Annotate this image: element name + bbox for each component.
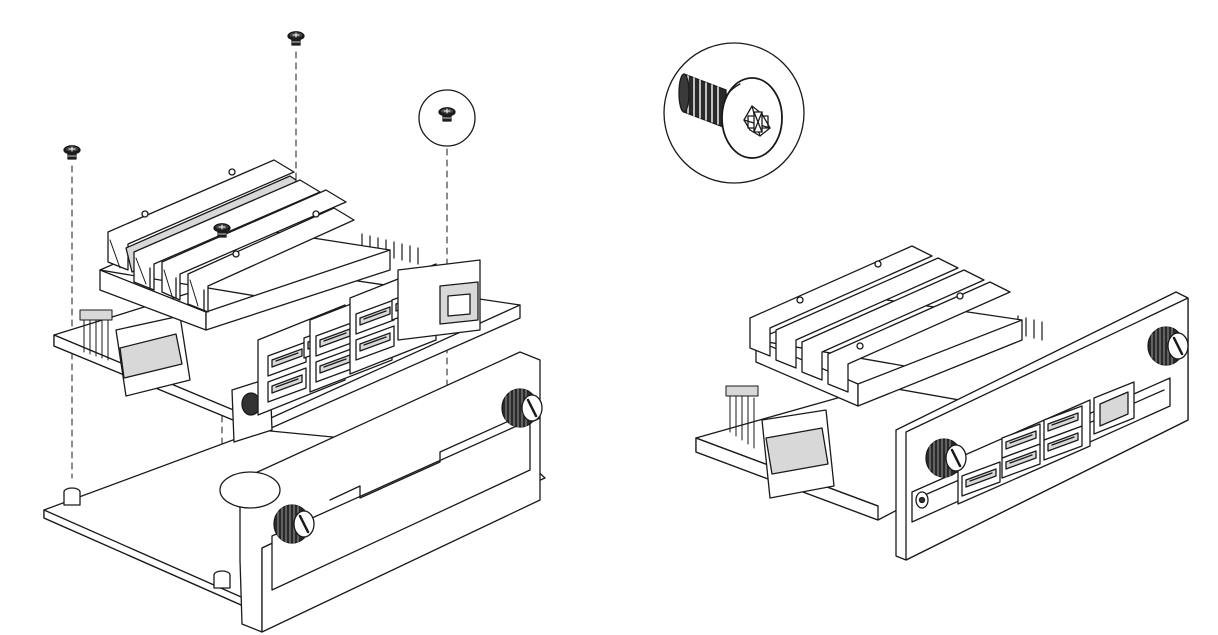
- screw-detail-callout: [663, 42, 805, 184]
- phillips-recess-icon: [743, 105, 771, 137]
- front-bracket: [895, 291, 1190, 561]
- pin-header: [79, 309, 113, 361]
- gpio-header: [361, 233, 419, 265]
- heatsink: [99, 159, 391, 331]
- assembled-view: [695, 245, 1190, 561]
- heatsink-fins: [107, 159, 355, 313]
- cutout: [219, 471, 281, 509]
- front-bracket: [219, 351, 544, 633]
- usb-ports: [257, 263, 437, 416]
- screw-callout-small: [418, 89, 476, 147]
- exploded-view: [43, 31, 546, 633]
- screw-icon: [63, 145, 81, 160]
- screw-icon: [287, 31, 305, 46]
- ethernet-port: [397, 259, 481, 341]
